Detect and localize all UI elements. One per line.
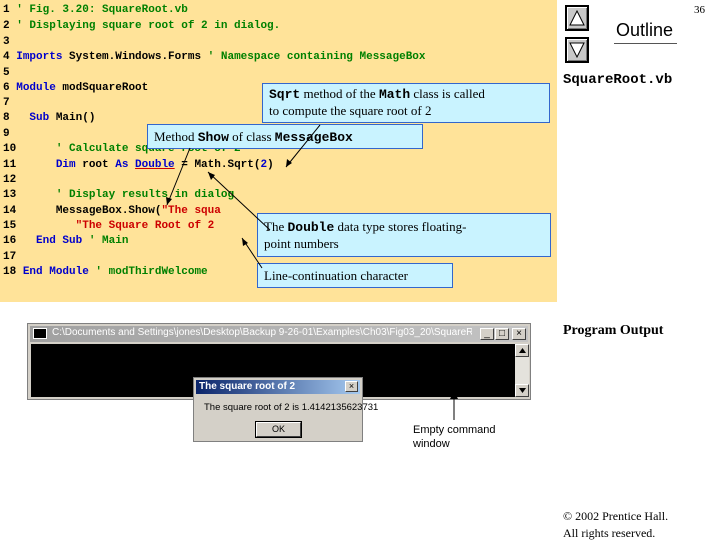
next-slide-button[interactable] [565,37,589,63]
code-line-2: 2 ' Displaying square root of 2 in dialo… [3,20,281,32]
console-title: C:\Documents and Settings\jones\Desktop\… [52,327,472,338]
code-line-14: 14 MessageBox.Show("The squa [3,205,221,217]
code-line-13: 13 ' Display results in dialog [3,189,235,201]
code-line-6: 6 Module modSquareRoot [3,82,149,94]
code-line-15: 15 "The Square Root of 2 [3,220,215,232]
code-line-8: 8 Sub Main() [3,112,96,124]
page-number: 36 [694,4,705,16]
copyright-line-1: © 2002 Prentice Hall. [563,509,669,523]
continuation-callout: Line-continuation character [257,263,453,288]
code-line-3: 3 [3,36,10,48]
code-line-18: 18 End Module ' modThirdWelcome [3,266,208,278]
code-line-12: 12 [3,174,17,186]
code-line-4: 4 Imports System.Windows.Forms ' Namespa… [3,51,426,63]
arrow-down-icon [519,388,526,393]
maximize-button[interactable]: □ [495,328,509,340]
program-output-label: Program Output [563,323,664,338]
previous-slide-button[interactable] [565,5,589,31]
message-box-dialog: The square root of 2 × The square root o… [193,377,378,442]
message-box-close-button[interactable]: × [345,381,358,392]
code-line-1: 1 ' Fig. 3.20: SquareRoot.vb [3,4,188,16]
annotation-line-2: window [413,438,450,450]
file-title: SquareRoot.vb [563,72,673,88]
code-line-17: 17 [3,251,17,263]
scroll-up-button[interactable] [515,344,529,357]
outline-link[interactable]: Outline [613,20,678,44]
empty-window-annotation: Empty command window [413,423,496,451]
triangle-down-icon [569,42,585,58]
copyright-line-2: All rights reserved. [563,526,656,540]
copyright: © 2002 Prentice Hall. All rights reserve… [563,508,668,542]
console-scrollbar[interactable] [515,344,529,397]
code-line-16: 16 End Sub ' Main [3,235,129,247]
console-app-icon [33,328,47,339]
scroll-down-button[interactable] [515,384,529,397]
code-line-9: 9 [3,128,10,140]
message-box-title: The square root of 2 [199,381,296,392]
sqrt-callout: Sqrt method of the Math class is called … [262,83,550,123]
close-button[interactable]: × [512,328,526,340]
message-box-titlebar[interactable]: The square root of 2 × [196,380,360,394]
double-callout: The Double data type stores floating- po… [257,213,551,257]
minimize-button[interactable]: _ [480,328,494,340]
ok-button[interactable]: OK [255,421,302,438]
code-line-5: 5 [3,67,10,79]
console-titlebar[interactable]: C:\Documents and Settings\jones\Desktop\… [30,326,528,342]
show-callout: Method Show of class MessageBox [147,124,423,149]
code-line-11: 11 Dim root As Double = Math.Sqrt(2) [3,159,274,171]
message-box-text: The square root of 2 is 1.4142135623731 [204,402,379,413]
arrow-up-icon [519,348,526,353]
code-line-7: 7 [3,97,10,109]
annotation-line-1: Empty command [413,424,496,436]
triangle-up-icon [569,10,585,26]
